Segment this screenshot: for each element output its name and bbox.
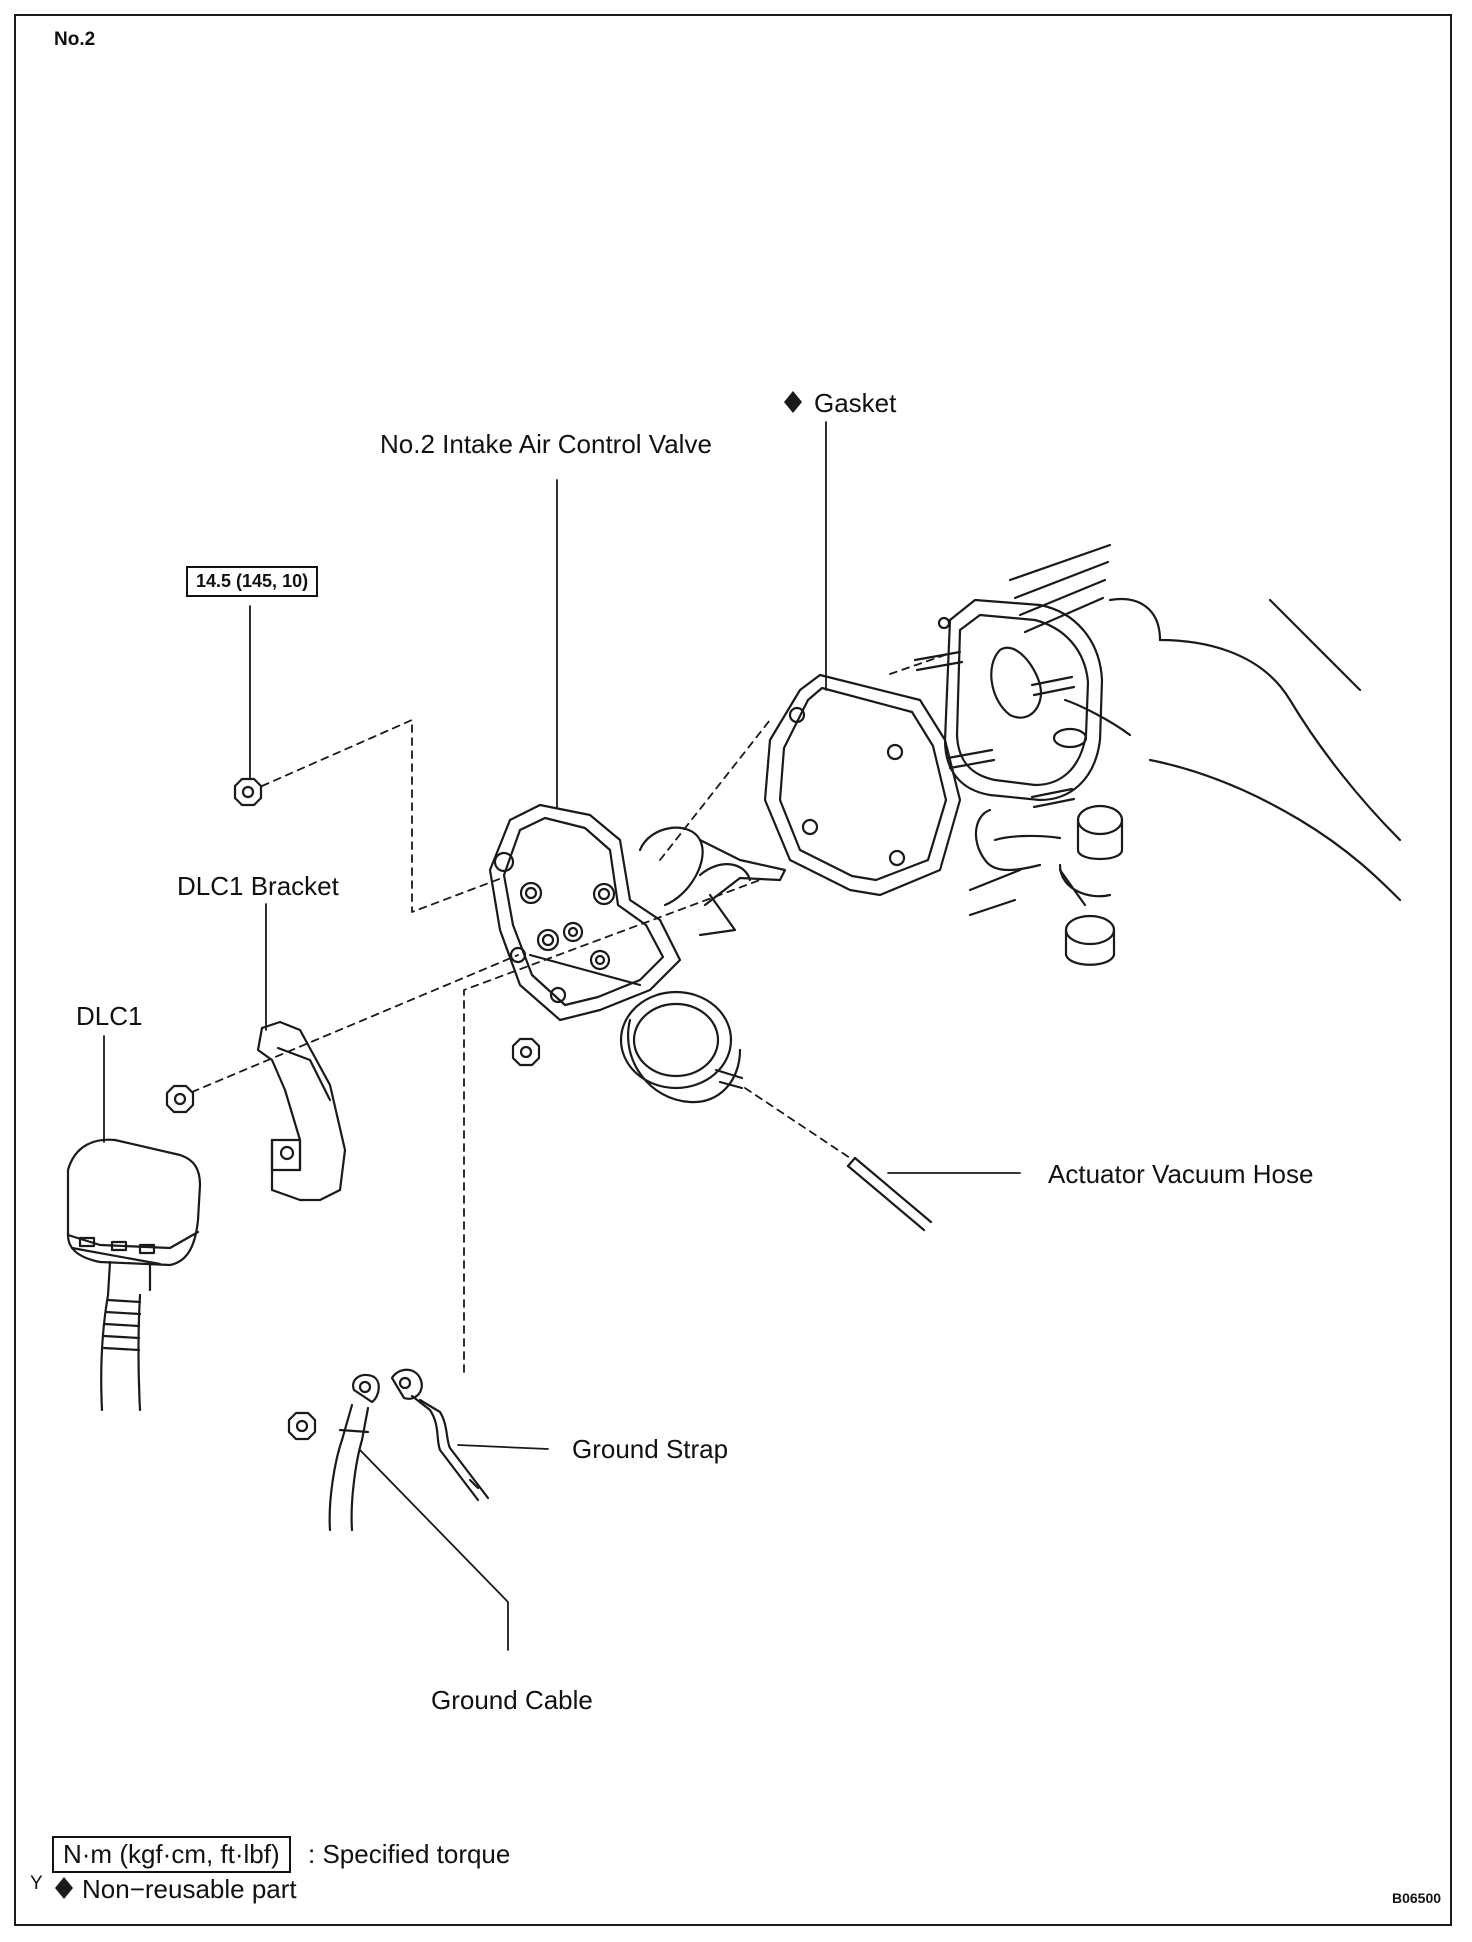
ground-wires-drawing bbox=[328, 1368, 490, 1532]
torque-spec-box: 14.5 (145, 10) bbox=[186, 566, 319, 597]
dlc1-bracket-label: DLC1 Bracket bbox=[177, 871, 339, 901]
ground-strap-label: Ground Strap bbox=[572, 1434, 729, 1464]
legend-nonreusable-diamond-icon bbox=[55, 1877, 73, 1899]
ground-cable-label: Ground Cable bbox=[431, 1685, 593, 1715]
nut-drawings bbox=[165, 777, 541, 1441]
leader-lines bbox=[103, 421, 1021, 1651]
legend-torque-desc: : Specified torque bbox=[308, 1839, 511, 1869]
dlc1-label: DLC1 bbox=[76, 1001, 143, 1031]
actuator-vacuum-hose-drawing bbox=[846, 1156, 933, 1232]
page-frame bbox=[14, 14, 1452, 1926]
legend-torque-unit-box: N·m (kgf·cm, ft·lbf) bbox=[52, 1836, 291, 1873]
dlc1-bracket-drawing bbox=[256, 1020, 347, 1202]
gasket-label: Gasket bbox=[814, 388, 897, 418]
dlc1-connector-drawing bbox=[66, 1138, 202, 1412]
gasket-drawing bbox=[763, 673, 962, 897]
actuator-hose-label: Actuator Vacuum Hose bbox=[1048, 1159, 1314, 1189]
legend-nonreusable-desc: Non−reusable part bbox=[82, 1874, 297, 1904]
corner-mark: Y bbox=[30, 1873, 43, 1894]
intake-valve-label: No.2 Intake Air Control Valve bbox=[380, 429, 712, 459]
page-label: No.2 bbox=[54, 29, 96, 50]
engine-manifold-drawing bbox=[913, 543, 1402, 966]
figure-code: B06500 bbox=[1392, 1890, 1442, 1906]
intake-air-control-valve-drawing bbox=[488, 803, 787, 1104]
gasket-nonreusable-diamond-icon bbox=[784, 391, 802, 413]
assembly-dashed-lines bbox=[191, 654, 946, 1373]
